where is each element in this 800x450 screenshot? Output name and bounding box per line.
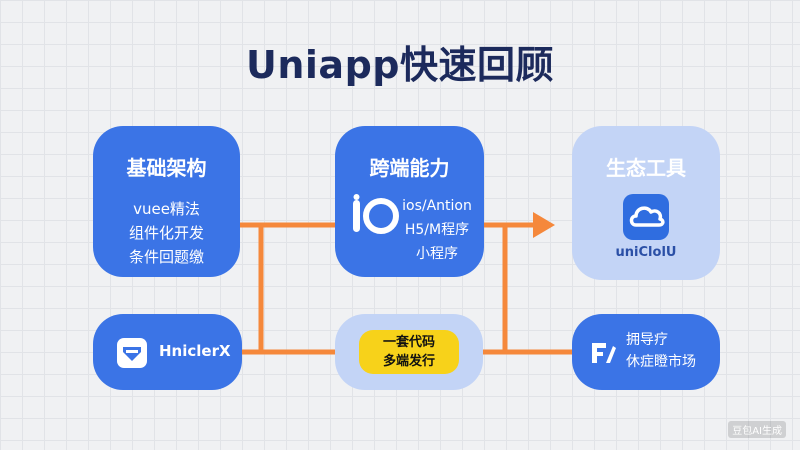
ecosystem-tools-card: 生态工具 uniClolU (572, 126, 720, 280)
hbuilderx-card: HniclerX (93, 314, 242, 390)
basic-architecture-card: 基础架构 vuee精法 组件化开发 条件回题缴 (93, 126, 240, 277)
hbuilderx-logo-icon (117, 338, 147, 368)
one-code-line-2: 多端发行 (382, 354, 435, 369)
connector-arrow-head (533, 212, 555, 238)
basic-line-3: 条件回题缴 (128, 248, 204, 266)
cross-line-1: ios/Antion (402, 198, 472, 214)
market-line-1: 拥导疗 (626, 332, 668, 348)
page-title: Uniapp快速回顾 (246, 43, 554, 87)
plugin-market-card: 拥导疗 休症瞪市场 (572, 314, 720, 390)
ecosystem-tools-title: 生态工具 (606, 156, 686, 180)
ai-watermark: 豆包AI生成 (728, 421, 786, 438)
market-line-2: 休症瞪市场 (626, 354, 696, 370)
cross-platform-title: 跨端能力 (369, 156, 450, 180)
cross-line-3: 小程序 (416, 246, 458, 262)
io-logo-icon (353, 194, 399, 234)
basic-architecture-list: vuee精法 组件化开发 条件回题缴 (93, 197, 240, 269)
cross-platform-card: 跨端能力 ios/Antion H5/M程序 小程序 (335, 126, 484, 277)
unicloud-cloud-icon (623, 194, 669, 240)
plugin-market-list: 拥导疗 休症瞪市场 (626, 329, 696, 373)
basic-line-1: vuee精法 (133, 200, 200, 218)
one-code-line-1: 一套代码 (382, 335, 435, 350)
basic-line-2: 组件化开发 (128, 224, 204, 242)
cross-platform-list: ios/Antion H5/M程序 小程序 (397, 194, 477, 266)
cross-line-2: H5/M程序 (404, 222, 470, 238)
plugin-market-icon (592, 343, 616, 363)
one-code-highlight: 一套代码 多端发行 (359, 330, 459, 374)
unicloud-label: uniClolU (615, 245, 677, 260)
basic-architecture-title: 基础架构 (126, 156, 207, 180)
hbuilderx-label: HniclerX (159, 342, 231, 360)
one-code-card: 一套代码 多端发行 (335, 314, 483, 390)
